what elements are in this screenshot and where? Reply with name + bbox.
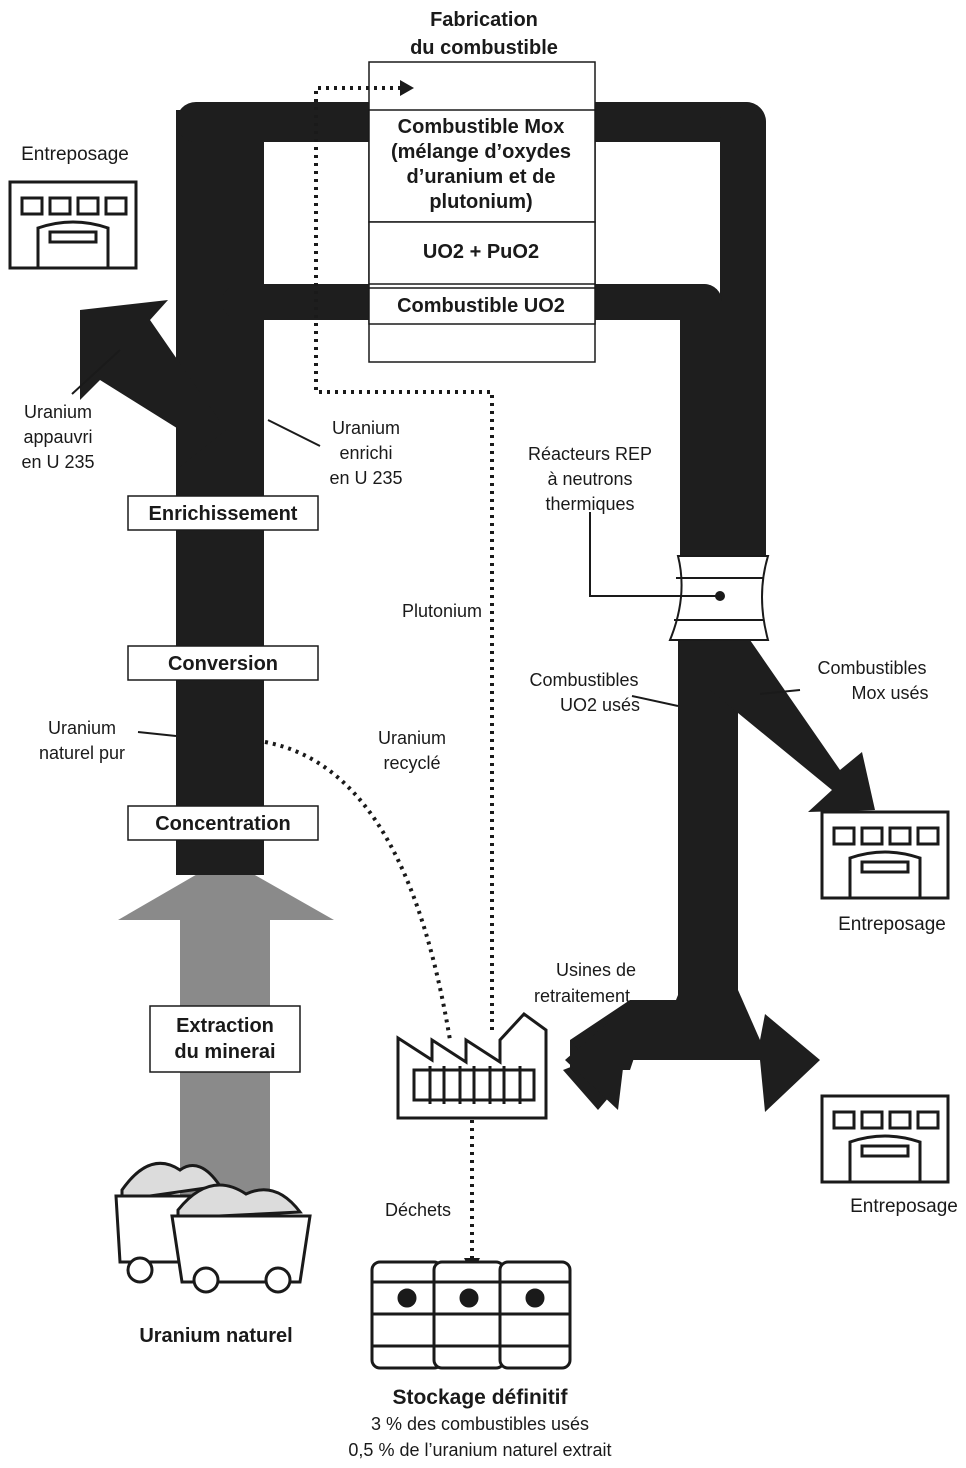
radiation-icon xyxy=(459,1288,479,1308)
cooling-tower-icon xyxy=(668,555,770,641)
natural-uranium-label: Uranium naturel xyxy=(139,1325,292,1347)
enriched-label-line-1: Uranium xyxy=(332,418,400,438)
reprocessing-label-line-2: retraitement xyxy=(534,986,630,1006)
uo2-fuel-label: Combustible UO2 xyxy=(397,295,565,317)
recycled-label-line-2: recyclé xyxy=(383,753,440,773)
spent-uo2-label-line-1: Combustibles xyxy=(529,670,638,690)
warehouse-icon xyxy=(820,810,950,900)
fuel-stack xyxy=(368,61,596,363)
reactor-leader-line xyxy=(589,512,716,597)
plutonium-arrowhead xyxy=(400,80,414,96)
radiation-icon xyxy=(525,1288,545,1308)
depleted-label-line-2: appauvri xyxy=(23,427,92,447)
storage-right-1-label: Entreposage xyxy=(838,914,946,935)
radiation-icon xyxy=(397,1288,417,1308)
natural-pure-label-line-2: naturel pur xyxy=(39,743,125,763)
enriched-label-line-2: enrichi xyxy=(339,443,392,463)
reactors-label-line-2: à neutrons xyxy=(547,469,632,489)
barrel-icon xyxy=(432,1260,506,1370)
stage-enrichment: Enrichissement xyxy=(127,495,319,531)
factory-icon xyxy=(396,1012,548,1120)
warehouse-icon xyxy=(820,1094,950,1184)
depleted-label-line-3: en U 235 xyxy=(21,452,94,472)
final-storage-line-3: 0,5 % de l’uranium naturel extrait xyxy=(348,1440,611,1460)
warehouse-icon xyxy=(8,180,138,270)
storage-right-2-label: Entreposage xyxy=(850,1196,958,1217)
conversion-label: Conversion xyxy=(168,653,278,675)
final-storage-title: Stockage définitif xyxy=(392,1386,568,1409)
fabrication-title-line-2: du combustible xyxy=(410,37,558,59)
mox-line-4: plutonium) xyxy=(429,191,532,213)
mox-line-3: d’uranium et de xyxy=(407,166,556,188)
enrichment-label: Enrichissement xyxy=(149,503,298,525)
mox-line-2: (mélange d’oxydes xyxy=(391,141,571,163)
natural-pure-label-line-1: Uranium xyxy=(48,718,116,738)
barrel-icon xyxy=(498,1260,572,1370)
waste-label: Déchets xyxy=(385,1200,451,1220)
enriched-label-line-3: en U 235 xyxy=(329,468,402,488)
spent-mox-label-line-2: Mox usés xyxy=(851,683,928,703)
reactors-label-line-1: Réacteurs REP xyxy=(528,444,652,464)
oxides-label: UO2 + PuO2 xyxy=(423,241,539,263)
stage-concentration: Concentration xyxy=(127,805,319,841)
reprocessing-label-line-1: Usines de xyxy=(556,960,636,980)
plutonium-path xyxy=(314,86,494,1030)
mine-cart-icon xyxy=(170,1183,312,1294)
recycled-uranium-path xyxy=(264,740,452,1041)
recycled-label-line-1: Uranium xyxy=(378,728,446,748)
stage-extraction: Extraction du minerai xyxy=(149,1005,301,1073)
extraction-label-line-2: du minerai xyxy=(174,1041,275,1063)
final-storage-line-2: 3 % des combustibles usés xyxy=(371,1414,589,1434)
plutonium-label: Plutonium xyxy=(402,601,482,621)
stage-conversion: Conversion xyxy=(127,645,319,681)
barrel-icon xyxy=(370,1260,444,1370)
extraction-label-line-1: Extraction xyxy=(176,1015,274,1037)
fabrication-title-line-1: Fabrication xyxy=(430,9,538,31)
spent-uo2-label-line-2: UO2 usés xyxy=(560,695,640,715)
mox-line-1: Combustible Mox xyxy=(398,116,565,138)
fuel-flow-path xyxy=(80,102,875,1112)
depleted-label-line-1: Uranium xyxy=(24,402,92,422)
leader-lines xyxy=(71,349,801,737)
reactors-label-line-3: thermiques xyxy=(545,494,634,514)
spent-mox-label-line-1: Combustibles xyxy=(817,658,926,678)
storage-top-label: Entreposage xyxy=(21,144,129,165)
concentration-label: Concentration xyxy=(155,813,291,835)
